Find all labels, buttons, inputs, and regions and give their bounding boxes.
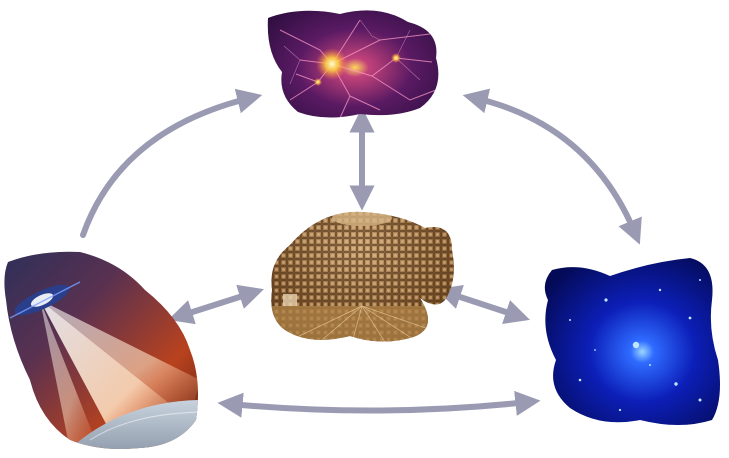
arrow-detector-beam (167, 284, 265, 325)
dark-matter-halo-image (544, 258, 720, 425)
particle-beam-image (4, 251, 199, 449)
detector-image (271, 211, 454, 342)
arrows-layer (80, 88, 642, 418)
arrow-detector-halo (436, 284, 530, 325)
cosmic-web-image (267, 10, 439, 118)
arrow-beam-to-web (80, 88, 263, 238)
arrow-web-halo (462, 88, 642, 245)
arrow-beam-halo (217, 390, 541, 418)
